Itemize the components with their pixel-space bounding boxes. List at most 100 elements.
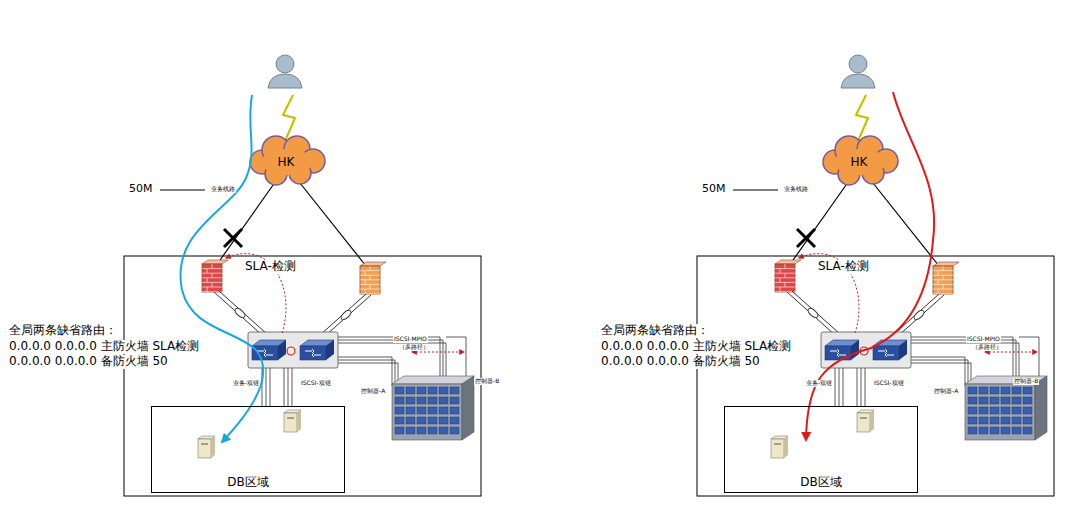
brick-line (785, 273, 786, 278)
fw-switch-link (325, 295, 371, 336)
bandwidth-line (733, 189, 778, 190)
link-bundle (807, 307, 820, 319)
firewall-icon (775, 260, 801, 292)
brick-line (933, 293, 953, 294)
storage-wire (911, 343, 1019, 378)
route-note: 全局两条缺省路由： (8, 324, 118, 338)
isp-line (869, 178, 939, 266)
datacenter-box (697, 256, 1054, 496)
brick-line (207, 278, 208, 283)
drive-bay (428, 407, 437, 414)
firewall-front (360, 266, 380, 294)
cloud-label: HK (851, 155, 868, 169)
cloud-core (834, 149, 886, 175)
zone-label: DB区域 (798, 474, 843, 491)
brick-line (360, 293, 380, 294)
user-head (849, 55, 867, 73)
drive-bay (428, 427, 437, 434)
server-front (771, 439, 784, 458)
firewall-icon (360, 262, 386, 294)
db-wire (266, 368, 267, 406)
fw-switch-link (214, 292, 262, 335)
switch-icon (873, 340, 907, 360)
drive-bay (428, 397, 437, 404)
network-side (697, 55, 1054, 496)
sla-label: SLA-检测 (817, 260, 870, 274)
mpio-path (412, 352, 464, 353)
storage-front (392, 384, 462, 440)
route-note: 0.0.0.0 0.0.0.0 主防火墙 SLA检测 (600, 340, 792, 354)
drive-bay (990, 397, 999, 404)
storage-wire (338, 340, 443, 378)
storage-wire (911, 360, 968, 386)
brick-line (938, 271, 939, 276)
drive-bay (450, 417, 459, 424)
route-note: 全局两条缺省路由： (600, 324, 710, 338)
route-note: 0.0.0.0 0.0.0.0 备防火墙 50 (600, 355, 761, 369)
link-failure-mark (224, 229, 242, 247)
fw-switch-link (320, 294, 366, 335)
brick-line (370, 284, 371, 289)
server-slot (201, 444, 208, 445)
fw-switch-link (787, 292, 835, 335)
storage-side (1035, 376, 1047, 440)
switch-arrows (830, 349, 846, 357)
network-side (124, 55, 481, 496)
traffic-flow (806, 92, 934, 440)
link-bundle (913, 309, 926, 321)
drive-bay (395, 387, 404, 394)
brick-line (780, 287, 781, 292)
drive-bay (406, 407, 415, 414)
zone-box: DB区域 (724, 406, 918, 493)
storage-array (392, 376, 474, 440)
brick-line (943, 284, 944, 289)
firewall-icon (202, 260, 228, 292)
drive-bay (439, 427, 448, 434)
cloud-icon (250, 136, 325, 185)
server-front (857, 413, 870, 432)
drive-bay (1023, 397, 1032, 404)
drive-bay (979, 397, 988, 404)
drive-bay (1001, 427, 1010, 434)
drive-bay (1023, 417, 1032, 424)
drive-bay (1012, 407, 1021, 414)
drive-bay (417, 427, 426, 434)
mpio-label: （多路径） (398, 344, 430, 351)
brick-line (207, 287, 208, 292)
brick-line (943, 266, 944, 271)
isp-line (296, 178, 366, 266)
drive-bay (395, 407, 404, 414)
brick-line (370, 275, 371, 280)
storage-wire (338, 357, 392, 386)
brick-line (780, 269, 781, 274)
server-side (870, 410, 874, 432)
drive-bay (968, 407, 977, 414)
db-wire (284, 368, 285, 406)
firewall-top (202, 260, 228, 264)
firewall-top (360, 262, 386, 266)
drive-bay (406, 427, 415, 434)
server-icon (857, 410, 874, 432)
zone-label: DB区域 (225, 474, 270, 491)
firewall-front (775, 264, 795, 292)
brick-line (212, 264, 213, 269)
user-body (841, 74, 875, 88)
drive-bay (439, 387, 448, 394)
brick-line (212, 273, 213, 278)
brick-line (365, 271, 366, 276)
cloud-node: HK (839, 152, 879, 172)
storage-wire (911, 340, 1016, 378)
storage-top (965, 376, 1047, 384)
db-wire (865, 368, 866, 406)
brick-line (938, 280, 939, 285)
storage-wire (338, 360, 395, 386)
switch-icon (825, 340, 859, 360)
brick-line (780, 278, 781, 283)
drive-bay (1023, 427, 1032, 434)
line-type-label: 业务线路 (210, 186, 236, 193)
drive-bay (439, 417, 448, 424)
firewall-front (933, 266, 953, 294)
user-head (276, 55, 294, 73)
brick-line (207, 269, 208, 274)
